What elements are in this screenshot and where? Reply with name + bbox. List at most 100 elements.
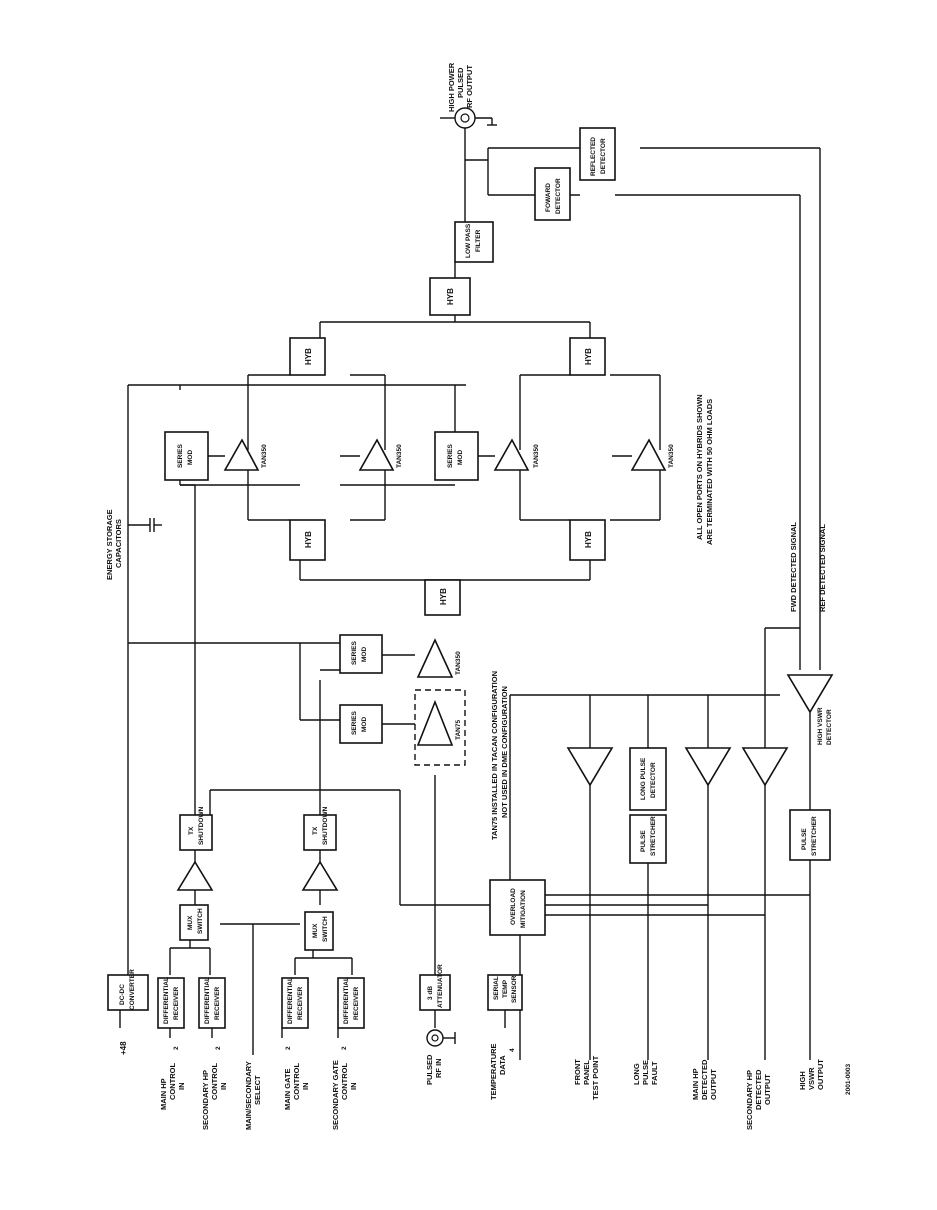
svg-text:ENERGY STORAGE: ENERGY STORAGE bbox=[105, 509, 114, 580]
tan350-amp-3 bbox=[493, 438, 530, 471]
svg-text:MAIN HP: MAIN HP bbox=[691, 1068, 700, 1100]
svg-text:SWITCH: SWITCH bbox=[322, 916, 329, 942]
svg-text:RECEIVER: RECEIVER bbox=[214, 986, 221, 1020]
mux-switch-1: MUX SWITCH bbox=[179, 904, 209, 941]
svg-text:SERIES: SERIES bbox=[177, 443, 184, 468]
tan75-label: TAN75 bbox=[455, 720, 462, 740]
svg-text:SHUTDOWN: SHUTDOWN bbox=[322, 806, 329, 845]
svg-text:MUX: MUX bbox=[312, 923, 319, 938]
wiring bbox=[119, 117, 821, 1060]
svg-text:MAIN HP: MAIN HP bbox=[159, 1078, 168, 1110]
svg-text:MUX: MUX bbox=[187, 915, 194, 930]
serial-temp-sensor: SERIAL TEMP SENSOR bbox=[487, 974, 523, 1011]
mux-switch-2: MUX SWITCH bbox=[304, 911, 334, 951]
plus48-label: +48 bbox=[119, 1041, 128, 1055]
series-mod-tan350-driver: SERIES MOD bbox=[339, 634, 383, 674]
svg-text:DETECTOR: DETECTOR bbox=[600, 138, 607, 174]
svg-text:2: 2 bbox=[173, 1046, 180, 1050]
svg-text:REF DETECTED SIGNAL: REF DETECTED SIGNAL bbox=[818, 524, 827, 612]
tan350-amp-2 bbox=[358, 438, 395, 471]
svg-text:IN: IN bbox=[301, 1083, 310, 1091]
svg-text:SECONDARY HP: SECONDARY HP bbox=[201, 1070, 210, 1130]
svg-text:MAIN GATE: MAIN GATE bbox=[283, 1068, 292, 1110]
diff-receiver-main-hp: DIFFERENTIAL RECEIVER bbox=[157, 977, 185, 1029]
svg-text:HIGH POWER: HIGH POWER bbox=[447, 62, 456, 112]
svg-text:CONTROL: CONTROL bbox=[168, 1063, 177, 1100]
series-mod-upper: SERIES MOD bbox=[164, 431, 209, 481]
svg-text:PULSE: PULSE bbox=[640, 830, 647, 852]
hyb-output: HYB bbox=[429, 277, 471, 316]
svg-text:RF OUTPUT: RF OUTPUT bbox=[465, 65, 474, 108]
svg-text:DIFFERENTIAL: DIFFERENTIAL bbox=[287, 977, 294, 1024]
svg-text:RECEIVER: RECEIVER bbox=[353, 986, 360, 1020]
svg-text:SENSOR: SENSOR bbox=[511, 975, 518, 1003]
svg-text:CONTROL: CONTROL bbox=[292, 1063, 301, 1100]
svg-text:DETECTED: DETECTED bbox=[700, 1059, 709, 1100]
pulse-stretcher-vswr: PULSE STRETCHER bbox=[789, 809, 831, 861]
svg-text:MOD: MOD bbox=[187, 450, 194, 465]
svg-text:HYB: HYB bbox=[584, 348, 593, 365]
tx-shutdown-1: TX SHUTDOWN bbox=[179, 806, 213, 851]
hyb-split-lower: HYB bbox=[569, 519, 606, 561]
tan350-amp-4 bbox=[630, 438, 667, 471]
svg-text:DIFFERENTIAL: DIFFERENTIAL bbox=[163, 977, 170, 1024]
text-labels: +48 MAIN HP CONTROL IN SECONDARY HP CONT… bbox=[105, 62, 852, 1130]
reflected-detector: REFLECTED DETECTOR bbox=[579, 127, 616, 181]
svg-text:LONG: LONG bbox=[632, 1063, 641, 1085]
svg-text:PULSE: PULSE bbox=[801, 828, 808, 850]
diff-receiver-sec-hp: DIFFERENTIAL RECEIVER bbox=[198, 977, 226, 1029]
svg-text:SERIES: SERIES bbox=[351, 640, 358, 665]
driver-amp-2 bbox=[301, 860, 339, 891]
svg-text:SELECT: SELECT bbox=[253, 1075, 262, 1105]
tan75-amp bbox=[416, 699, 454, 746]
high-vswr-detector-amp bbox=[786, 674, 834, 714]
svg-text:STRETCHER: STRETCHER bbox=[811, 816, 818, 856]
svg-text:SECONDARY GATE: SECONDARY GATE bbox=[331, 1060, 340, 1130]
hyb-split-upper: HYB bbox=[289, 519, 326, 561]
sec-hp-det-amp bbox=[741, 747, 789, 787]
svg-text:IN: IN bbox=[349, 1083, 358, 1091]
svg-text:PANEL: PANEL bbox=[582, 1060, 591, 1085]
svg-text:DIFFERENTIAL: DIFFERENTIAL bbox=[343, 977, 350, 1024]
svg-text:DETECTOR: DETECTOR bbox=[555, 178, 562, 214]
svg-text:CONTROL: CONTROL bbox=[210, 1063, 219, 1100]
svg-text:SERIAL: SERIAL bbox=[493, 976, 500, 1000]
svg-text:OUTPUT: OUTPUT bbox=[709, 1069, 718, 1100]
svg-text:DETECTED: DETECTED bbox=[754, 1069, 763, 1110]
dcdc-label-2: CONVERTER bbox=[129, 969, 136, 1010]
svg-text:REFLECTED: REFLECTED bbox=[590, 137, 597, 176]
svg-text:HYB: HYB bbox=[304, 531, 313, 548]
rf-output-connector bbox=[454, 107, 476, 129]
dcdc-converter: DC-DC CONVERTER bbox=[107, 969, 149, 1011]
svg-text:TAN350: TAN350 bbox=[668, 444, 675, 468]
svg-text:HYB: HYB bbox=[446, 288, 455, 305]
svg-text:2: 2 bbox=[215, 1046, 222, 1050]
svg-text:ALL OPEN PORTS ON HYBRIDS SHOW: ALL OPEN PORTS ON HYBRIDS SHOWN bbox=[695, 394, 704, 540]
svg-text:ARE TERMINATED WITH 50 OHM LOA: ARE TERMINATED WITH 50 OHM LOADS bbox=[705, 399, 714, 545]
svg-text:TEMPERATURE: TEMPERATURE bbox=[489, 1043, 498, 1100]
svg-text:MOD: MOD bbox=[361, 647, 368, 662]
svg-text:OVERLOAD: OVERLOAD bbox=[510, 888, 517, 925]
svg-text:TAN350: TAN350 bbox=[533, 444, 540, 468]
svg-text:CONTROL: CONTROL bbox=[340, 1063, 349, 1100]
svg-text:PULSED: PULSED bbox=[456, 67, 465, 98]
svg-text:FILTER: FILTER bbox=[475, 229, 482, 252]
svg-text:HYB: HYB bbox=[439, 588, 448, 605]
svg-text:MOD: MOD bbox=[361, 717, 368, 732]
series-mod-lower: SERIES MOD bbox=[434, 431, 479, 481]
svg-text:TAN75 INSTALLED IN TACAN CONFI: TAN75 INSTALLED IN TACAN CONFIGURATION bbox=[490, 671, 499, 840]
svg-text:FOWARD: FOWARD bbox=[545, 183, 552, 212]
overload-mitigation: OVERLOAD MITIGATION bbox=[489, 879, 546, 936]
svg-text:FAULT: FAULT bbox=[650, 1061, 659, 1085]
svg-text:HIGH VSWR: HIGH VSWR bbox=[817, 707, 824, 745]
svg-text:TAN350: TAN350 bbox=[261, 444, 268, 468]
hyb-combine-upper: HYB bbox=[289, 337, 326, 376]
tan350-driver-label: TAN350 bbox=[455, 651, 462, 675]
svg-text:SERIES: SERIES bbox=[351, 710, 358, 735]
svg-text:OUTPUT: OUTPUT bbox=[763, 1074, 772, 1105]
svg-text:IN: IN bbox=[219, 1083, 228, 1091]
svg-text:HYB: HYB bbox=[304, 348, 313, 365]
rf-in-connector bbox=[426, 1029, 456, 1047]
tan350-driver-amp bbox=[416, 638, 454, 678]
